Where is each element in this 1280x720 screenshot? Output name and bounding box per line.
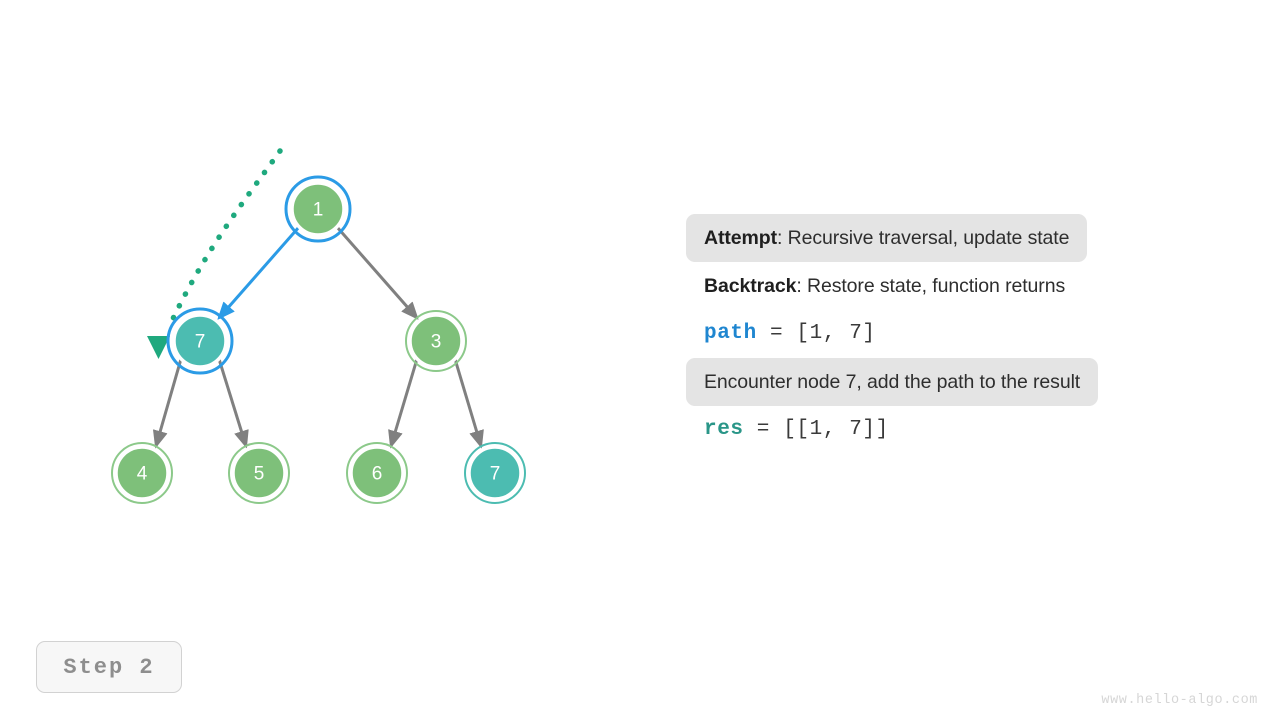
watermark: www.hello-algo.com [1101, 693, 1258, 708]
edge-3-to-7 [453, 358, 484, 449]
step-badge-label: Step 2 [63, 654, 155, 680]
res-variable-name: res [704, 418, 744, 441]
panel-line-attempt: Attempt: Recursive traversal, update sta… [686, 214, 1226, 262]
edge-3-to-6 [388, 358, 419, 449]
edge-7-to-5 [217, 358, 249, 449]
edge-7-to-4 [152, 358, 183, 449]
binary-tree-diagram: 1 7 3 4 [111, 148, 526, 504]
res-variable-value: = [[1, 7]] [743, 418, 889, 441]
tree-node-1[interactable]: 1 [284, 175, 352, 243]
panel-line-backtrack: Backtrack: Restore state, function retur… [686, 262, 1226, 310]
path-variable-value: = [1, 7] [756, 322, 876, 345]
tree-node-6[interactable]: 6 [346, 442, 408, 504]
attempt-label: Attempt [704, 227, 777, 249]
tree-node-7-left[interactable]: 7 [166, 307, 234, 375]
panel-line-path: path = [1, 7] [686, 310, 1226, 358]
edge-1-to-7 [217, 226, 301, 321]
backtrack-label: Backtrack [704, 275, 797, 297]
tree-edges [152, 226, 484, 449]
panel-line-res: res = [[1, 7]] [686, 406, 1226, 454]
backtrack-arrowhead [147, 336, 170, 359]
tree-node-5[interactable]: 5 [228, 442, 290, 504]
path-variable-name: path [704, 322, 757, 345]
attempt-text: : Recursive traversal, update state [776, 227, 1070, 249]
panel-line-encounter: Encounter node 7, add the path to the re… [686, 358, 1226, 406]
explanation-panel: Attempt: Recursive traversal, update sta… [686, 214, 1226, 454]
step-badge: Step 2 [36, 641, 182, 693]
backtrack-text: : Restore state, function returns [796, 275, 1066, 297]
tree-nodes: 1 7 3 4 [111, 175, 526, 504]
tree-node-3[interactable]: 3 [405, 310, 467, 372]
tree-node-7-leaf[interactable]: 7 [464, 442, 526, 504]
encounter-text: Encounter node 7, add the path to the re… [704, 371, 1081, 393]
edge-1-to-3 [335, 226, 419, 321]
backtrack-dotted-arrow [147, 148, 283, 359]
tree-node-4[interactable]: 4 [111, 442, 173, 504]
